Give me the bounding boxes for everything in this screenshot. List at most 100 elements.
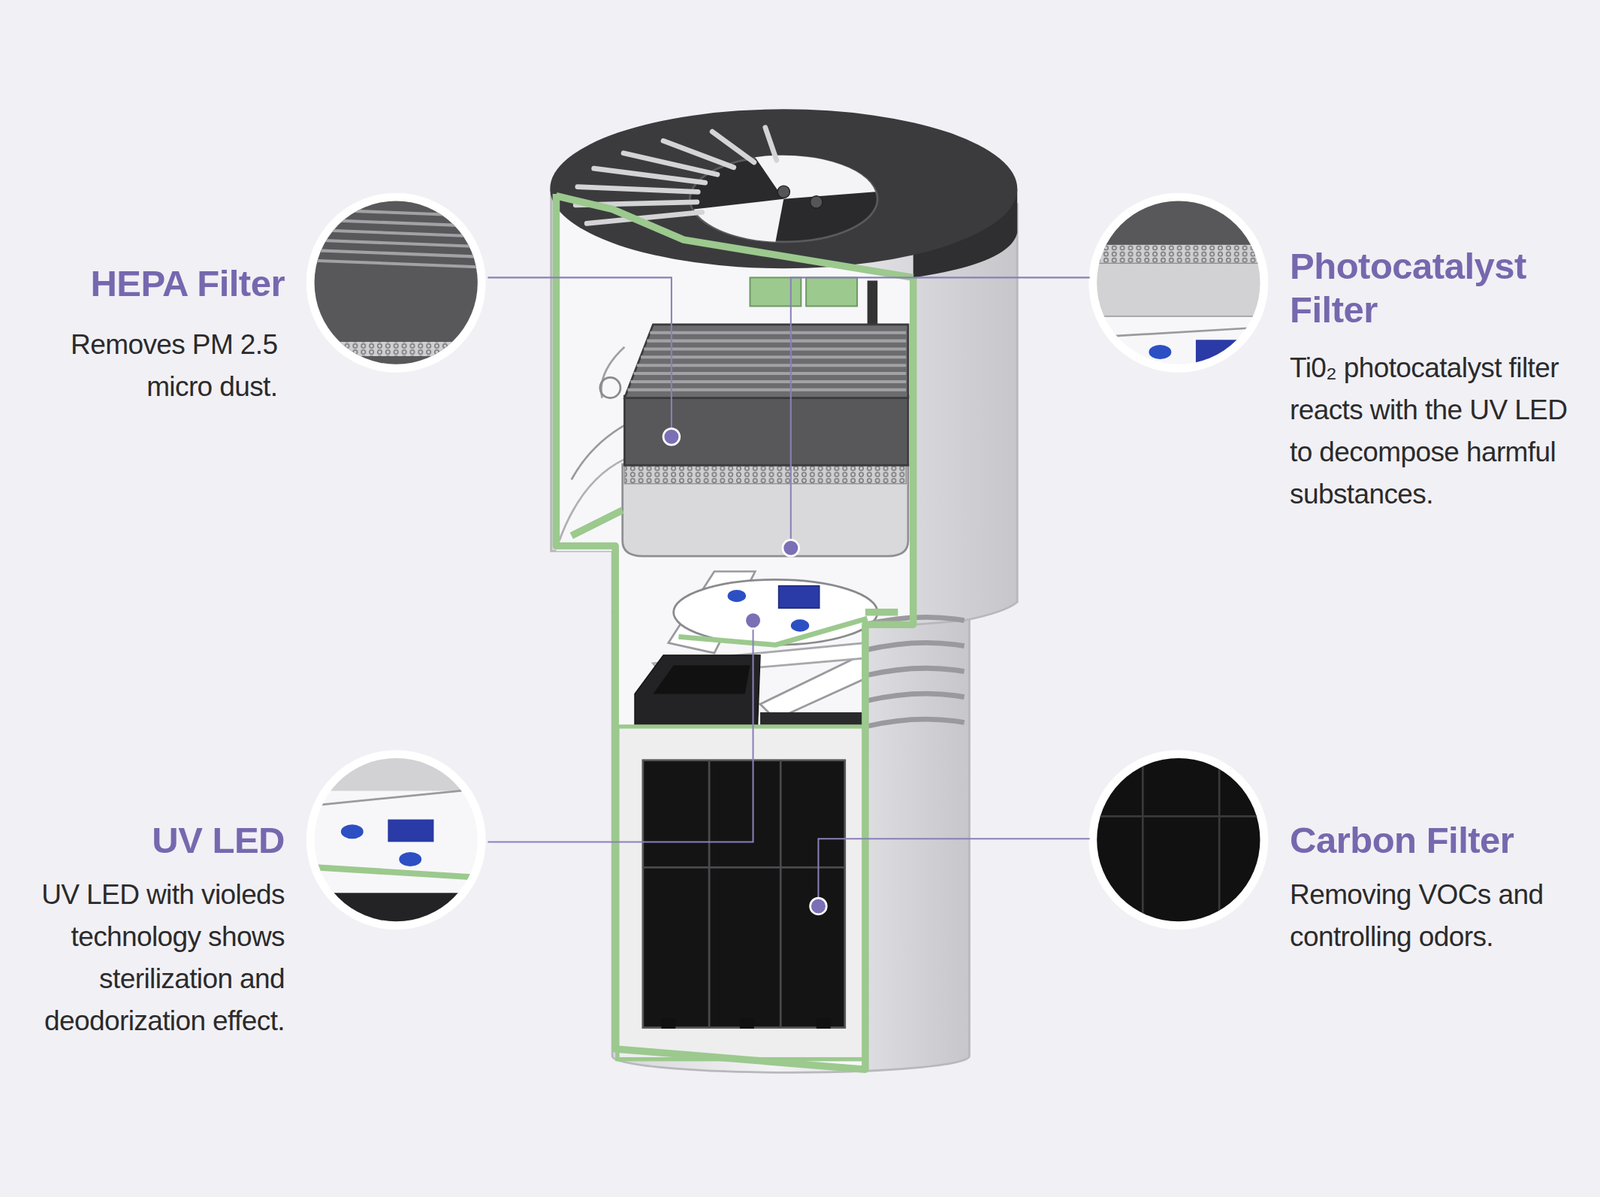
zoom-circle	[306, 749, 490, 791]
zoom-circle	[306, 239, 490, 248]
callout-title: Photocatalyst Filter	[1289, 244, 1597, 332]
callout-text: Removes PM 2.5 micro dust.	[32, 323, 278, 408]
zoom-circle	[306, 749, 490, 933]
fan-grille	[594, 168, 706, 183]
photocatalyst-filter	[624, 464, 906, 484]
zoom-circle	[1091, 193, 1275, 245]
zoom-circle	[1091, 749, 1275, 933]
zoom-circle	[306, 193, 490, 378]
carbon-filter	[643, 760, 846, 1028]
hepa-filter	[636, 363, 907, 367]
zoom-circle	[1088, 193, 1276, 378]
leader-line	[790, 277, 1090, 548]
top-cap	[549, 108, 1018, 269]
carbon-filter	[779, 760, 782, 1028]
zoom-circle	[1091, 749, 1275, 933]
leader-dot	[810, 897, 828, 915]
air-vents	[865, 616, 965, 727]
zoom-circle	[1088, 749, 1276, 933]
air-vents	[865, 693, 965, 701]
zoom-circle	[306, 193, 490, 378]
carbon-filter	[643, 760, 846, 1028]
leader-line	[487, 277, 1090, 906]
carbon-filter	[739, 1017, 755, 1029]
zoom-circle	[398, 851, 422, 867]
carbon-filter	[708, 760, 711, 1028]
zoom-circle	[1218, 749, 1221, 933]
callout-title: HEPA Filter	[0, 261, 285, 305]
top-cap	[777, 185, 790, 198]
zoom-circle	[1091, 749, 1275, 933]
zoom-circle	[1091, 815, 1275, 818]
callout-text: UV LED with violeds technology shows ste…	[0, 873, 285, 1042]
leader-line	[818, 838, 1090, 906]
photocatalyst-filter	[622, 464, 909, 556]
air-vents	[865, 718, 965, 727]
top-cap	[549, 108, 1018, 278]
fan-grille	[712, 131, 755, 163]
inner-box	[652, 664, 750, 694]
hepa-filter	[633, 371, 907, 375]
fan-grille	[765, 127, 777, 160]
photocatalyst-filter	[622, 464, 909, 556]
zoom-circle	[306, 193, 490, 378]
zoom-circle	[306, 341, 490, 357]
callout-title: UV LED	[0, 818, 285, 862]
carbon-filter	[816, 1017, 831, 1029]
hepa-filter	[646, 339, 906, 343]
zoom-circle	[306, 250, 490, 258]
zoom-circle	[306, 787, 490, 806]
leader-dot	[663, 428, 680, 445]
zoom-circle	[1091, 193, 1275, 378]
hepa-filter	[643, 347, 906, 351]
top-cap	[810, 196, 823, 209]
air-vents	[865, 642, 965, 650]
uv-led-board	[673, 579, 879, 645]
hepa-filter	[624, 324, 909, 465]
carbon-filter	[617, 726, 866, 1060]
leader-dot	[745, 612, 762, 629]
cutaway-interior	[555, 199, 913, 1066]
zoom-circle	[306, 219, 490, 227]
cutaway-interior	[600, 377, 621, 398]
zoom-circle	[1195, 339, 1237, 363]
cut-edge-outline	[555, 196, 913, 278]
uv-led-board	[673, 579, 879, 645]
zoom-circle	[1101, 326, 1276, 338]
callout-text: Removing VOCs and controlling odors.	[1289, 873, 1586, 958]
hepa-filter	[624, 395, 909, 465]
zoom-circle	[306, 892, 490, 933]
air-vents	[865, 667, 965, 676]
fan-grille	[663, 140, 734, 167]
cut-edge-outline	[865, 608, 898, 616]
hepa-filter	[624, 324, 909, 399]
carbon-filter	[643, 866, 846, 869]
zoom-circle	[306, 259, 490, 268]
cutaway-interior	[555, 199, 913, 1066]
carbon-filter	[617, 726, 866, 1060]
cut-edge-outline	[555, 193, 913, 1069]
leader-dot	[782, 539, 800, 556]
cut-edge-outline	[571, 510, 623, 536]
zoom-circle	[387, 819, 434, 843]
zoom-circle	[1148, 344, 1172, 360]
callout-title: Carbon Filter	[1289, 818, 1597, 862]
hepa-filter	[649, 331, 906, 335]
purifier-housing	[551, 193, 1018, 1072]
uv-led-board	[778, 585, 819, 609]
top-cap	[694, 199, 785, 242]
zoom-circle	[341, 824, 364, 839]
uv-led-board	[790, 618, 810, 631]
carbon-filter	[661, 1017, 676, 1029]
cutaway-interior	[749, 277, 801, 306]
zoom-circle	[1091, 244, 1275, 263]
cut-edge-outline	[555, 193, 913, 1069]
cutaway-interior	[806, 277, 858, 306]
leader-dot	[663, 428, 827, 914]
hepa-filter	[627, 332, 906, 390]
callout-text: Ti0₂ photocatalyst filter reacts with th…	[1289, 347, 1597, 516]
top-cap	[754, 155, 876, 200]
leader-line	[487, 620, 753, 843]
uv-led-board	[678, 618, 867, 645]
